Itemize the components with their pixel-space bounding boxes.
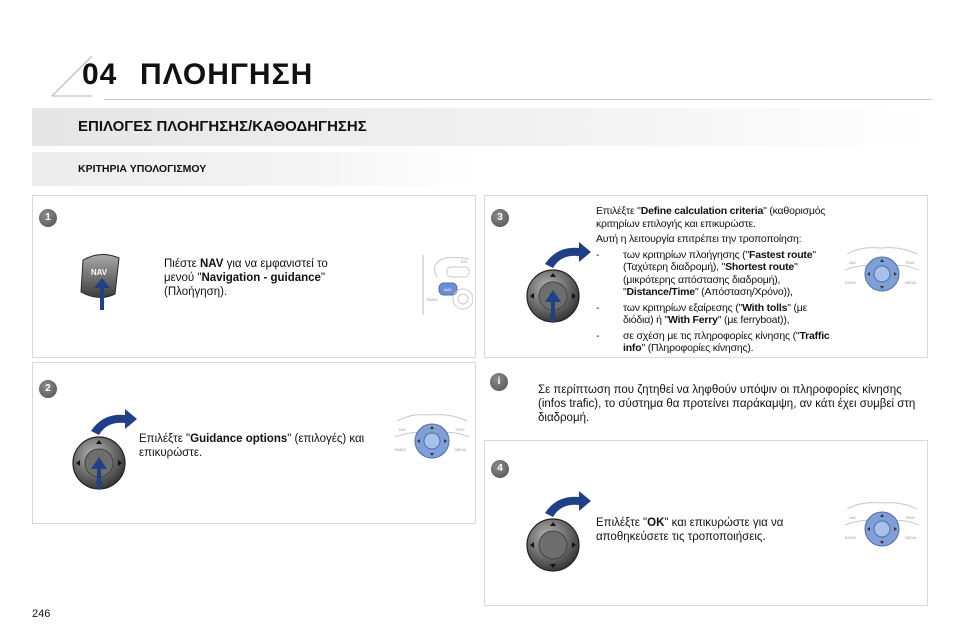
- criteria-item-traffic: -σε σχέση με τις πληροφορίες κίνησης ("T…: [596, 329, 830, 355]
- svg-text:NAV: NAV: [849, 516, 857, 520]
- step-4-panel: 4 Επιλέξτε "OK" και επικυρώστε για να απ…: [484, 440, 928, 606]
- page-number: 246: [32, 608, 51, 620]
- knob-press-icon: [526, 242, 591, 323]
- console-knob-illustration: NAV TRAD RADIO MEDIA: [394, 414, 470, 459]
- step-2-badge: 2: [39, 380, 57, 398]
- console-knob-illustration: NAV TRAD RADIO MEDIA: [844, 247, 920, 292]
- criteria-item-exclusion: -των κριτηρίων εξαίρεσης ("With tolls" (…: [596, 301, 808, 327]
- step-3-panel: 3 Επιλέξτε "Define calculation criteria"…: [484, 195, 928, 358]
- knob-press-icon: [526, 491, 591, 572]
- chapter-number: 04: [82, 58, 118, 91]
- svg-text:TRAD: TRAD: [905, 516, 915, 520]
- svg-text:RADIO: RADIO: [845, 281, 856, 285]
- svg-text:MEDIA: MEDIA: [905, 536, 917, 540]
- svg-text:MEDIA: MEDIA: [905, 281, 917, 285]
- step-1-badge: 1: [39, 209, 57, 227]
- svg-text:RADIO: RADIO: [845, 536, 856, 540]
- step-1-text: Πιέστε NAV για να εμφανιστεί το μενού "N…: [164, 258, 328, 298]
- subsection-title: ΚΡΙΤΗΡΙΑ ΥΠΟΛΟΓΙΣΜΟΥ: [78, 163, 207, 175]
- step-2-panel: 2 Επιλέξτε "Guidance options" (επιλογές)…: [32, 362, 476, 524]
- step-3-badge: 3: [491, 209, 509, 227]
- section-title: ΕΠΙΛΟΓΕΣ ΠΛΟΗΓΗΣΗΣ/ΚΑΘΟΔΗΓΗΣΗΣ: [78, 118, 367, 135]
- header-slant-line: [51, 56, 92, 97]
- step-4-text: Επιλέξτε "OK" και επικυρώστε για να αποθ…: [596, 517, 784, 543]
- console-nav-illustration: NAV ESC RADIO: [422, 255, 473, 315]
- svg-text:TRAD: TRAD: [905, 261, 915, 265]
- knob-rotate-icon: [72, 409, 137, 490]
- criteria-item-navigation: -των κριτηρίων πλοήγησης ("Fastest route…: [596, 248, 816, 299]
- info-note-text: Σε περίπτωση που ζητηθεί να ληφθούν υπόψ…: [538, 384, 916, 424]
- svg-text:NAV: NAV: [399, 428, 407, 432]
- svg-text:ESC: ESC: [461, 260, 469, 264]
- svg-text:RADIO: RADIO: [395, 448, 406, 452]
- console-knob-illustration: NAV TRAD RADIO MEDIA: [844, 502, 920, 547]
- section-bar: ΕΠΙΛΟΓΕΣ ΠΛΟΗΓΗΣΗΣ/ΚΑΘΟΔΗΓΗΣΗΣ: [32, 108, 928, 146]
- svg-text:MEDIA: MEDIA: [455, 448, 467, 452]
- nav-key-icon: NAV: [80, 254, 120, 310]
- step-1-panel: 1 NAV Πιέστε NAV για να εμφανιστεί το με…: [32, 195, 476, 358]
- info-icon: i: [490, 373, 508, 391]
- svg-text:TRAD: TRAD: [455, 428, 465, 432]
- svg-text:RADIO: RADIO: [427, 298, 438, 302]
- subsection-bar: ΚΡΙΤΗΡΙΑ ΥΠΟΛΟΓΙΣΜΟΥ: [32, 152, 476, 186]
- chapter-title: ΠΛΟΗΓΗΣΗ: [140, 58, 314, 91]
- svg-text:NAV: NAV: [91, 268, 108, 277]
- step-4-badge: 4: [491, 460, 509, 478]
- step-2-text: Επιλέξτε "Guidance options" (επιλογές) κ…: [139, 433, 365, 459]
- svg-text:NAV: NAV: [849, 261, 857, 265]
- svg-text:NAV: NAV: [444, 287, 452, 292]
- step-3-text: Επιλέξτε "Define calculation criteria" (…: [596, 205, 832, 358]
- header-divider: [104, 99, 932, 100]
